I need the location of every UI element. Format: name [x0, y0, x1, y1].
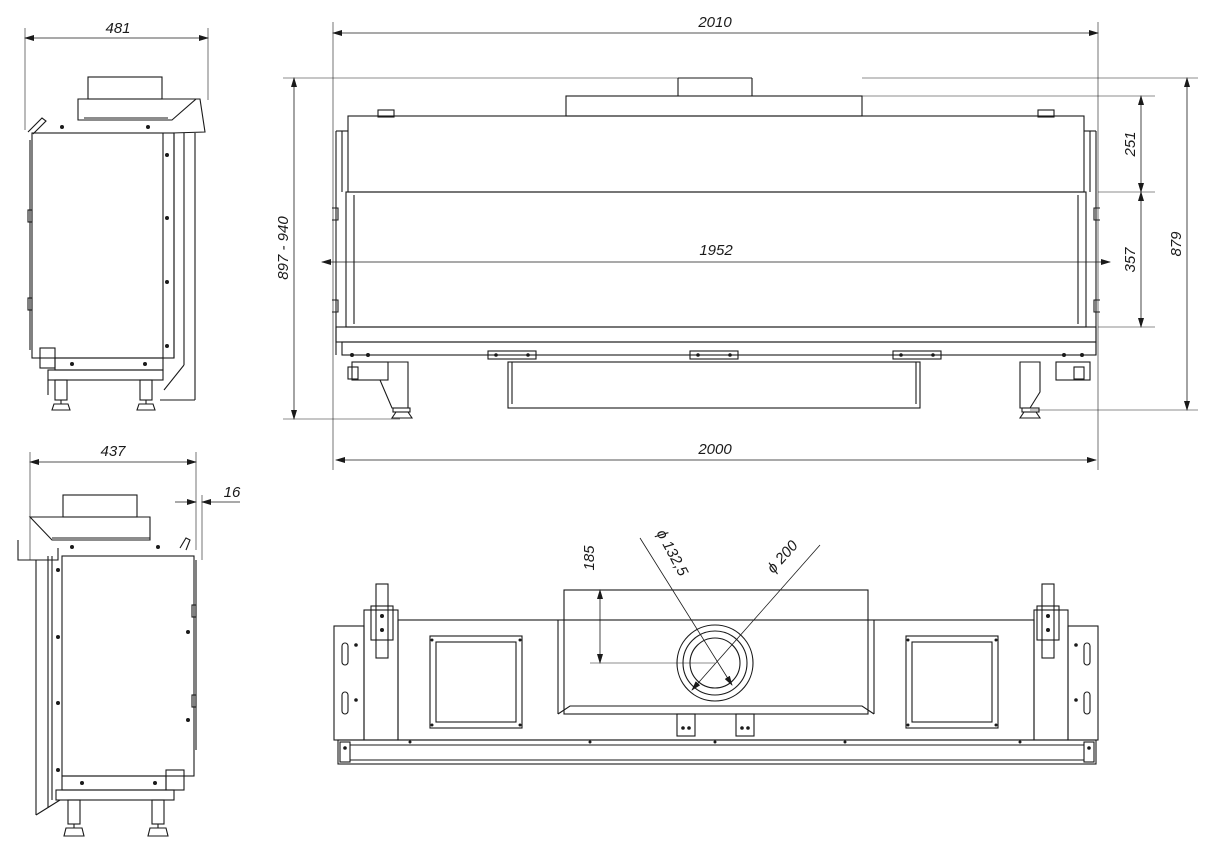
- dim-height-total: 879: [1168, 231, 1185, 257]
- side-view-bottom: 437 16: [17, 443, 241, 837]
- dim-flue-offset: 185: [581, 545, 598, 571]
- dim-front-bottom-width: 2000: [697, 441, 732, 458]
- dim-flue-inner-diameter: ϕ 132,5: [653, 527, 692, 580]
- dim-side-offset: 16: [224, 484, 241, 501]
- dim-glass-width: 1952: [699, 242, 733, 259]
- dim-height-top-section: 251: [1122, 131, 1139, 157]
- dim-side-top-width: 481: [105, 20, 130, 37]
- side-view-top: 481: [24, 20, 209, 411]
- dim-flue-outer-diameter: ϕ 200: [764, 537, 802, 577]
- dim-side-bottom-width: 437: [100, 443, 126, 460]
- front-view: 2010 2000 897 - 940 879 251 357: [275, 14, 1198, 470]
- top-view: 185 ϕ 132,5 ϕ 200: [333, 527, 1099, 765]
- dim-height-glass: 357: [1122, 247, 1139, 273]
- dim-front-top-width: 2010: [697, 14, 732, 31]
- dim-total-height-range: 897 - 940: [275, 216, 292, 280]
